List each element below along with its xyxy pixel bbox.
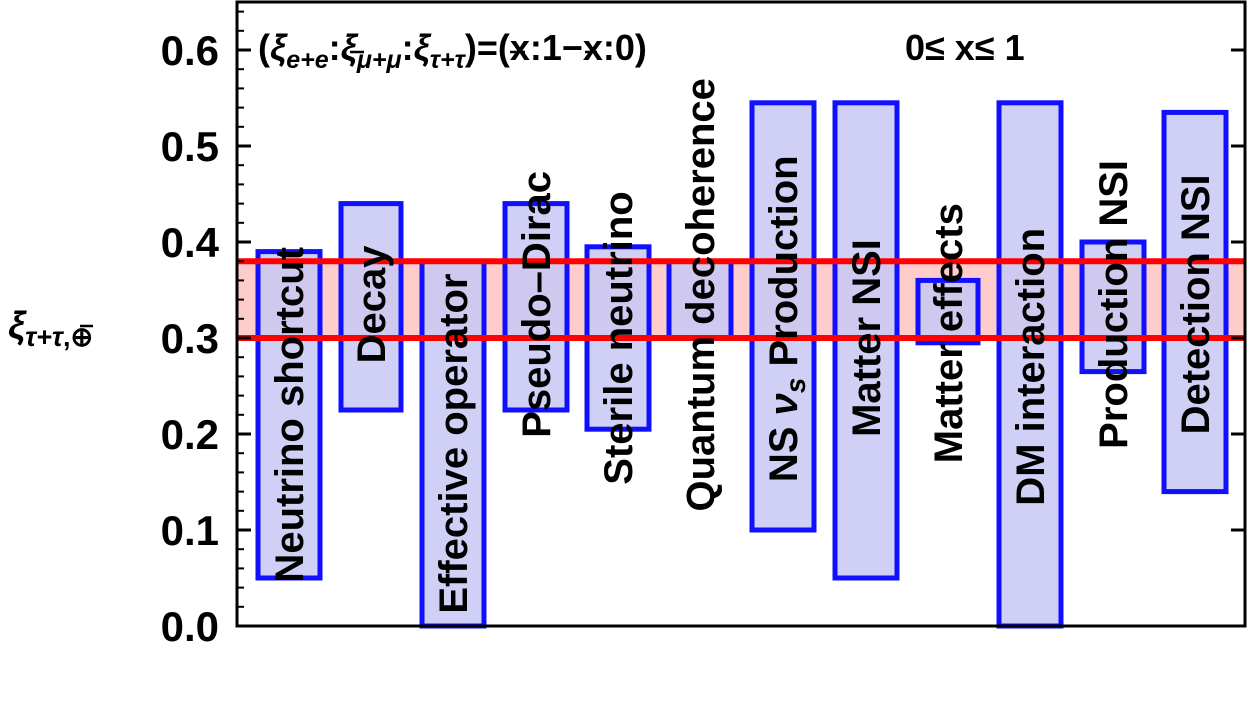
y-tick-label: 0.4 [161,219,220,266]
chart-title: (ξe+e:ξμ+μ:ξτ+τ)=(x:1−x:0) 0≤ x≤ 1 [258,27,1025,74]
bar-label-matter-nsi: Matter NSI [845,239,889,437]
bar-label-neutrino-shortcut: Neutrino shortcut [268,247,312,583]
bar-label-ns-s-production: NS νs Production [762,155,811,482]
bar-label-pseudo-dirac: Pseudo–Dirac [515,171,559,438]
bar-decay [338,201,404,413]
bar-dm-interaction [996,100,1064,629]
y-tick-label: 0.3 [161,315,219,362]
bar-neutrino-shortcut [255,249,323,581]
bars [237,100,1245,629]
bar-label-quantum-decoherence: Quantum decoherence [679,78,723,511]
y-tick-label: 0.5 [161,123,219,170]
bar-label-detection-nsi: Detection NSI [1174,174,1218,434]
bar-label-effective-operator: Effective operator [432,274,476,614]
y-axis-label: ξτ+τ,⊕ [8,305,93,352]
bar-detection-nsi [1161,109,1229,495]
bar-pseudo-dirac [502,201,570,413]
reference-band-fill [237,261,1245,338]
y-tick-label: 0.6 [161,27,219,74]
bar-label-matter-effects: Matter effects [927,203,971,463]
bar-labels: Neutrino shortcut Decay Effective operator… [268,78,1218,614]
bar-label-sterile-neutrino: Sterile neutrino [597,191,641,484]
bar-matter-effects [915,277,981,346]
y-label-text: ξτ+τ,⊕ [8,305,93,352]
y-tick-label: 0.1 [161,507,219,554]
bar-label-dm-interaction: DM interaction [1009,228,1053,506]
bar-ns-s-production [749,100,817,533]
reference-band [237,261,1245,338]
overbar-e: e [315,46,329,74]
y-axis-ticks: 0.0 0.1 0.2 0.3 0.4 0.5 0.6 [161,10,1245,650]
bar-label-production-nsi: Production NSI [1092,160,1136,449]
plot-frame [235,0,1247,628]
y-tick-label: 0.2 [161,411,219,458]
bar-effective-operator [419,258,487,629]
bar-label-decay: Decay [350,245,394,364]
title-range: 0≤ x≤ 1 [905,27,1025,68]
title-text: (ξe+e:ξμ+μ:ξτ+τ)=(x:1−x:0) [258,27,647,74]
y-tick-label: 0.0 [161,603,219,650]
